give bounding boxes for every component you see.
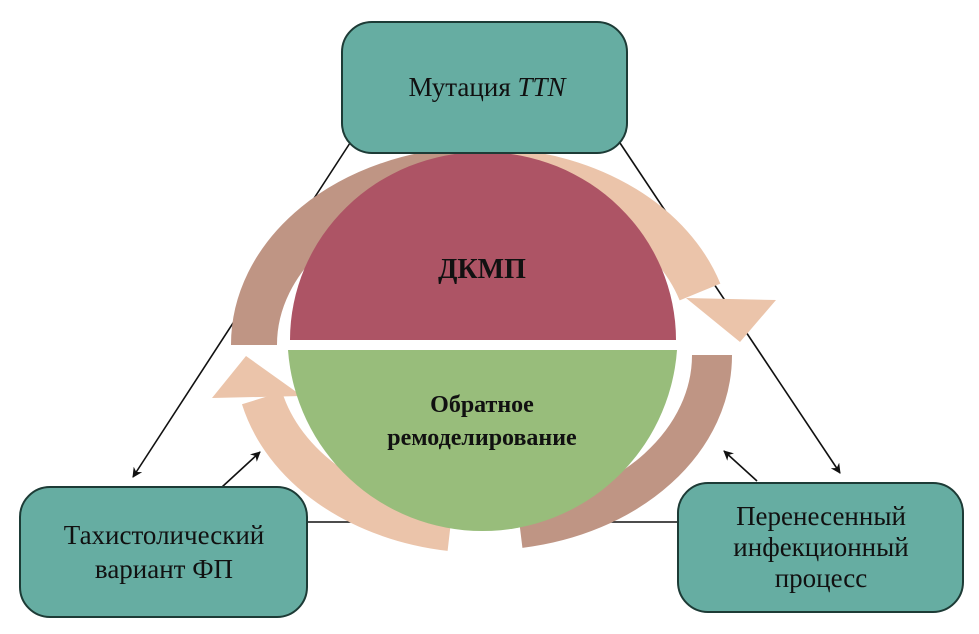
svg-text:Мутация TTN: Мутация TTN	[408, 72, 567, 102]
infection-label-3: процесс	[775, 563, 868, 593]
remodeling-label-2: ремоделирование	[387, 425, 577, 451]
af-label-1: Тахистолический	[64, 520, 264, 550]
node-ttn-mutation: Мутация TTN	[341, 21, 628, 154]
infection-label-2: инфекционный	[733, 532, 908, 562]
arc-lower-left	[241, 391, 453, 551]
infection-label-1: Перенесенный	[736, 501, 906, 531]
ttn-gene: TTN	[517, 72, 567, 102]
arrowhead-left	[212, 356, 302, 398]
remodeling-label-1: Обратное	[430, 392, 534, 418]
arrow-af-to-cycle	[221, 451, 261, 488]
arrowhead-right	[686, 298, 776, 342]
remodeling-half	[288, 350, 677, 532]
arrow-infection-to-cycle	[723, 450, 758, 482]
ttn-label: Мутация	[408, 72, 517, 102]
arc-lower-right	[517, 354, 733, 548]
af-label-2: вариант ФП	[95, 554, 233, 584]
node-tachysystolic-af: Тахистолический вариант ФП	[19, 486, 308, 618]
dkmp-label: ДКМП	[438, 254, 526, 285]
node-infection: Перенесенный инфекционный процесс	[677, 482, 964, 613]
dkmp-half	[290, 152, 676, 340]
